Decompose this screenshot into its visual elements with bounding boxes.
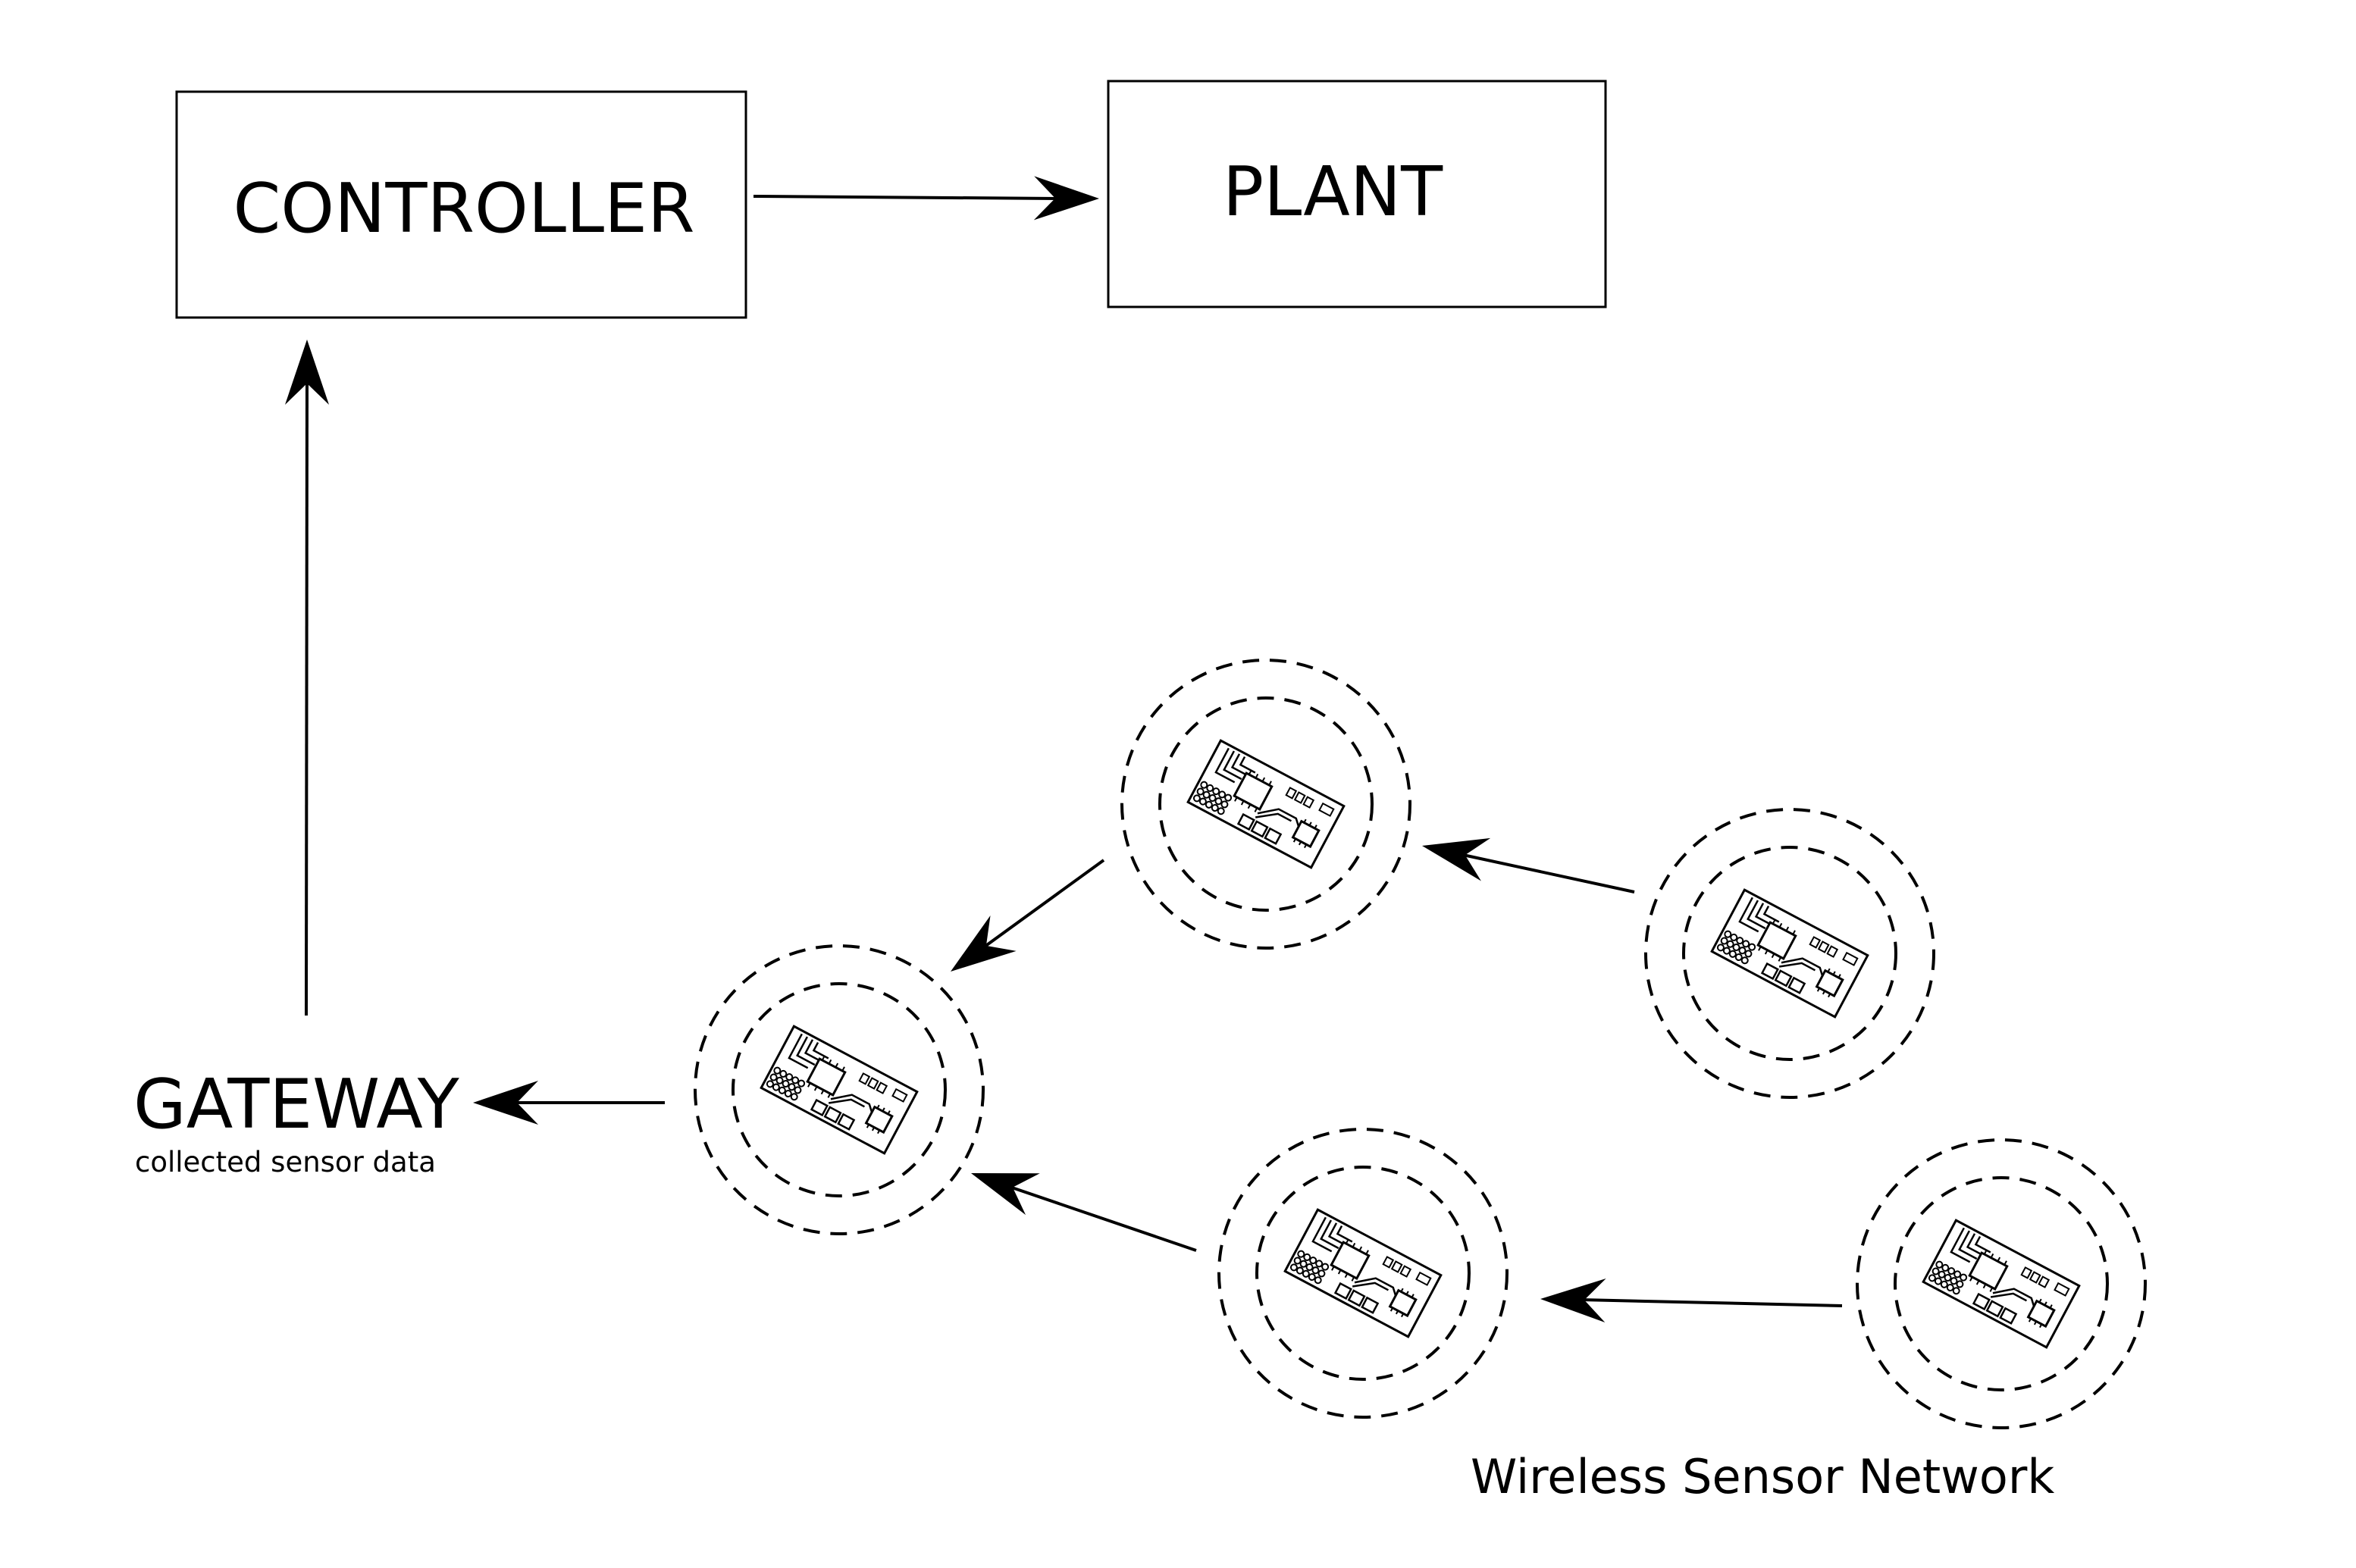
- sensor-board-icon: [760, 1025, 919, 1155]
- sensor-board-icon: [1710, 888, 1869, 1019]
- arrow-node3-to-node1: [1417, 824, 1635, 894]
- arrow-node1-to-node2: [937, 859, 1105, 990]
- controller-label: CONTROLLER: [233, 169, 694, 249]
- plant-label: PLANT: [1223, 152, 1443, 232]
- sensor-node: [1856, 1138, 2147, 1429]
- sensor-board-icon: [1922, 1219, 2081, 1349]
- plant-box: PLANT: [1107, 80, 1607, 308]
- sensor-board-icon: [1186, 739, 1346, 869]
- sensor-board-icon: [1283, 1208, 1443, 1338]
- sensor-node: [1644, 808, 1935, 1099]
- arrow-node2-to-gateway: [473, 1081, 665, 1125]
- gateway-label: GATEWAY: [133, 1065, 460, 1144]
- sensor-node: [1217, 1128, 1509, 1419]
- sensor-node: [694, 944, 985, 1235]
- gateway-sublabel: collected sensor data: [135, 1146, 436, 1178]
- gateway: GATEWAY collected sensor data: [133, 1065, 460, 1178]
- arrow-controller-to-plant: [753, 176, 1100, 221]
- network-caption: Wireless Sensor Network: [1471, 1449, 2054, 1504]
- arrow-node4-to-node2: [963, 1152, 1197, 1252]
- arrow-gateway-to-controller: [285, 340, 329, 1016]
- sensor-node: [1120, 659, 1411, 950]
- arrow-node5-to-node4: [1540, 1277, 1843, 1322]
- controller-box: CONTROLLER: [175, 90, 747, 319]
